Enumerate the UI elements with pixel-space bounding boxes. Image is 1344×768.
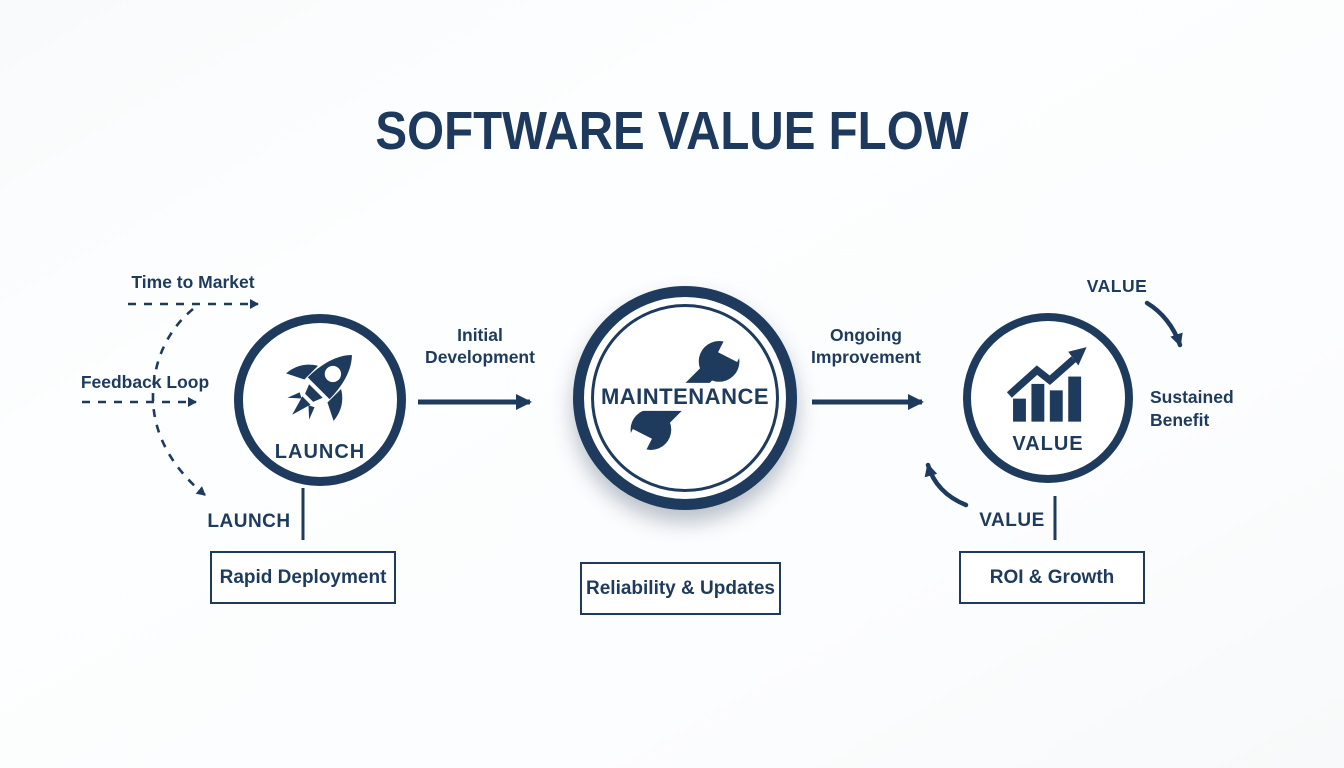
node-maintenance-label: MAINTENANCE	[597, 382, 773, 411]
launch-callout-label: LAUNCH	[207, 511, 291, 532]
launch-caption-box: Rapid Deployment	[210, 551, 396, 604]
sustained-benefit-label: Sustained Benefit	[1150, 387, 1234, 430]
value-caption-box: ROI & Growth	[959, 551, 1145, 604]
title-row: SOFTWARE VALUE FLOW	[0, 100, 1344, 162]
feedback-curve-dashed-arrow	[151, 307, 206, 497]
value-in-label: VALUE	[1086, 276, 1148, 296]
value-return-curved-arrow	[924, 462, 969, 508]
node-launch-label: LAUNCH	[274, 440, 366, 463]
maintenance-caption-box: Reliability & Updates	[580, 562, 781, 615]
rocket-icon	[272, 337, 368, 438]
feedback-loop-label: Feedback Loop	[80, 372, 210, 392]
node-value-label: VALUE	[1012, 432, 1084, 455]
maintenance-inner-ring	[591, 304, 779, 492]
value-out-label: VALUE	[979, 510, 1045, 531]
time-to-market-label: Time to Market	[131, 272, 255, 292]
page-title: SOFTWARE VALUE FLOW	[375, 101, 969, 161]
initial-development-label: Initial Development	[425, 325, 535, 368]
node-value: VALUE	[963, 313, 1133, 483]
bar-chart-growth-icon	[1002, 341, 1094, 430]
ongoing-improvement-label: Ongoing Improvement	[811, 325, 921, 368]
value-inflow-curved-arrow	[1144, 300, 1183, 348]
node-maintenance: MAINTENANCE	[573, 286, 797, 510]
node-launch: LAUNCH	[234, 314, 406, 486]
